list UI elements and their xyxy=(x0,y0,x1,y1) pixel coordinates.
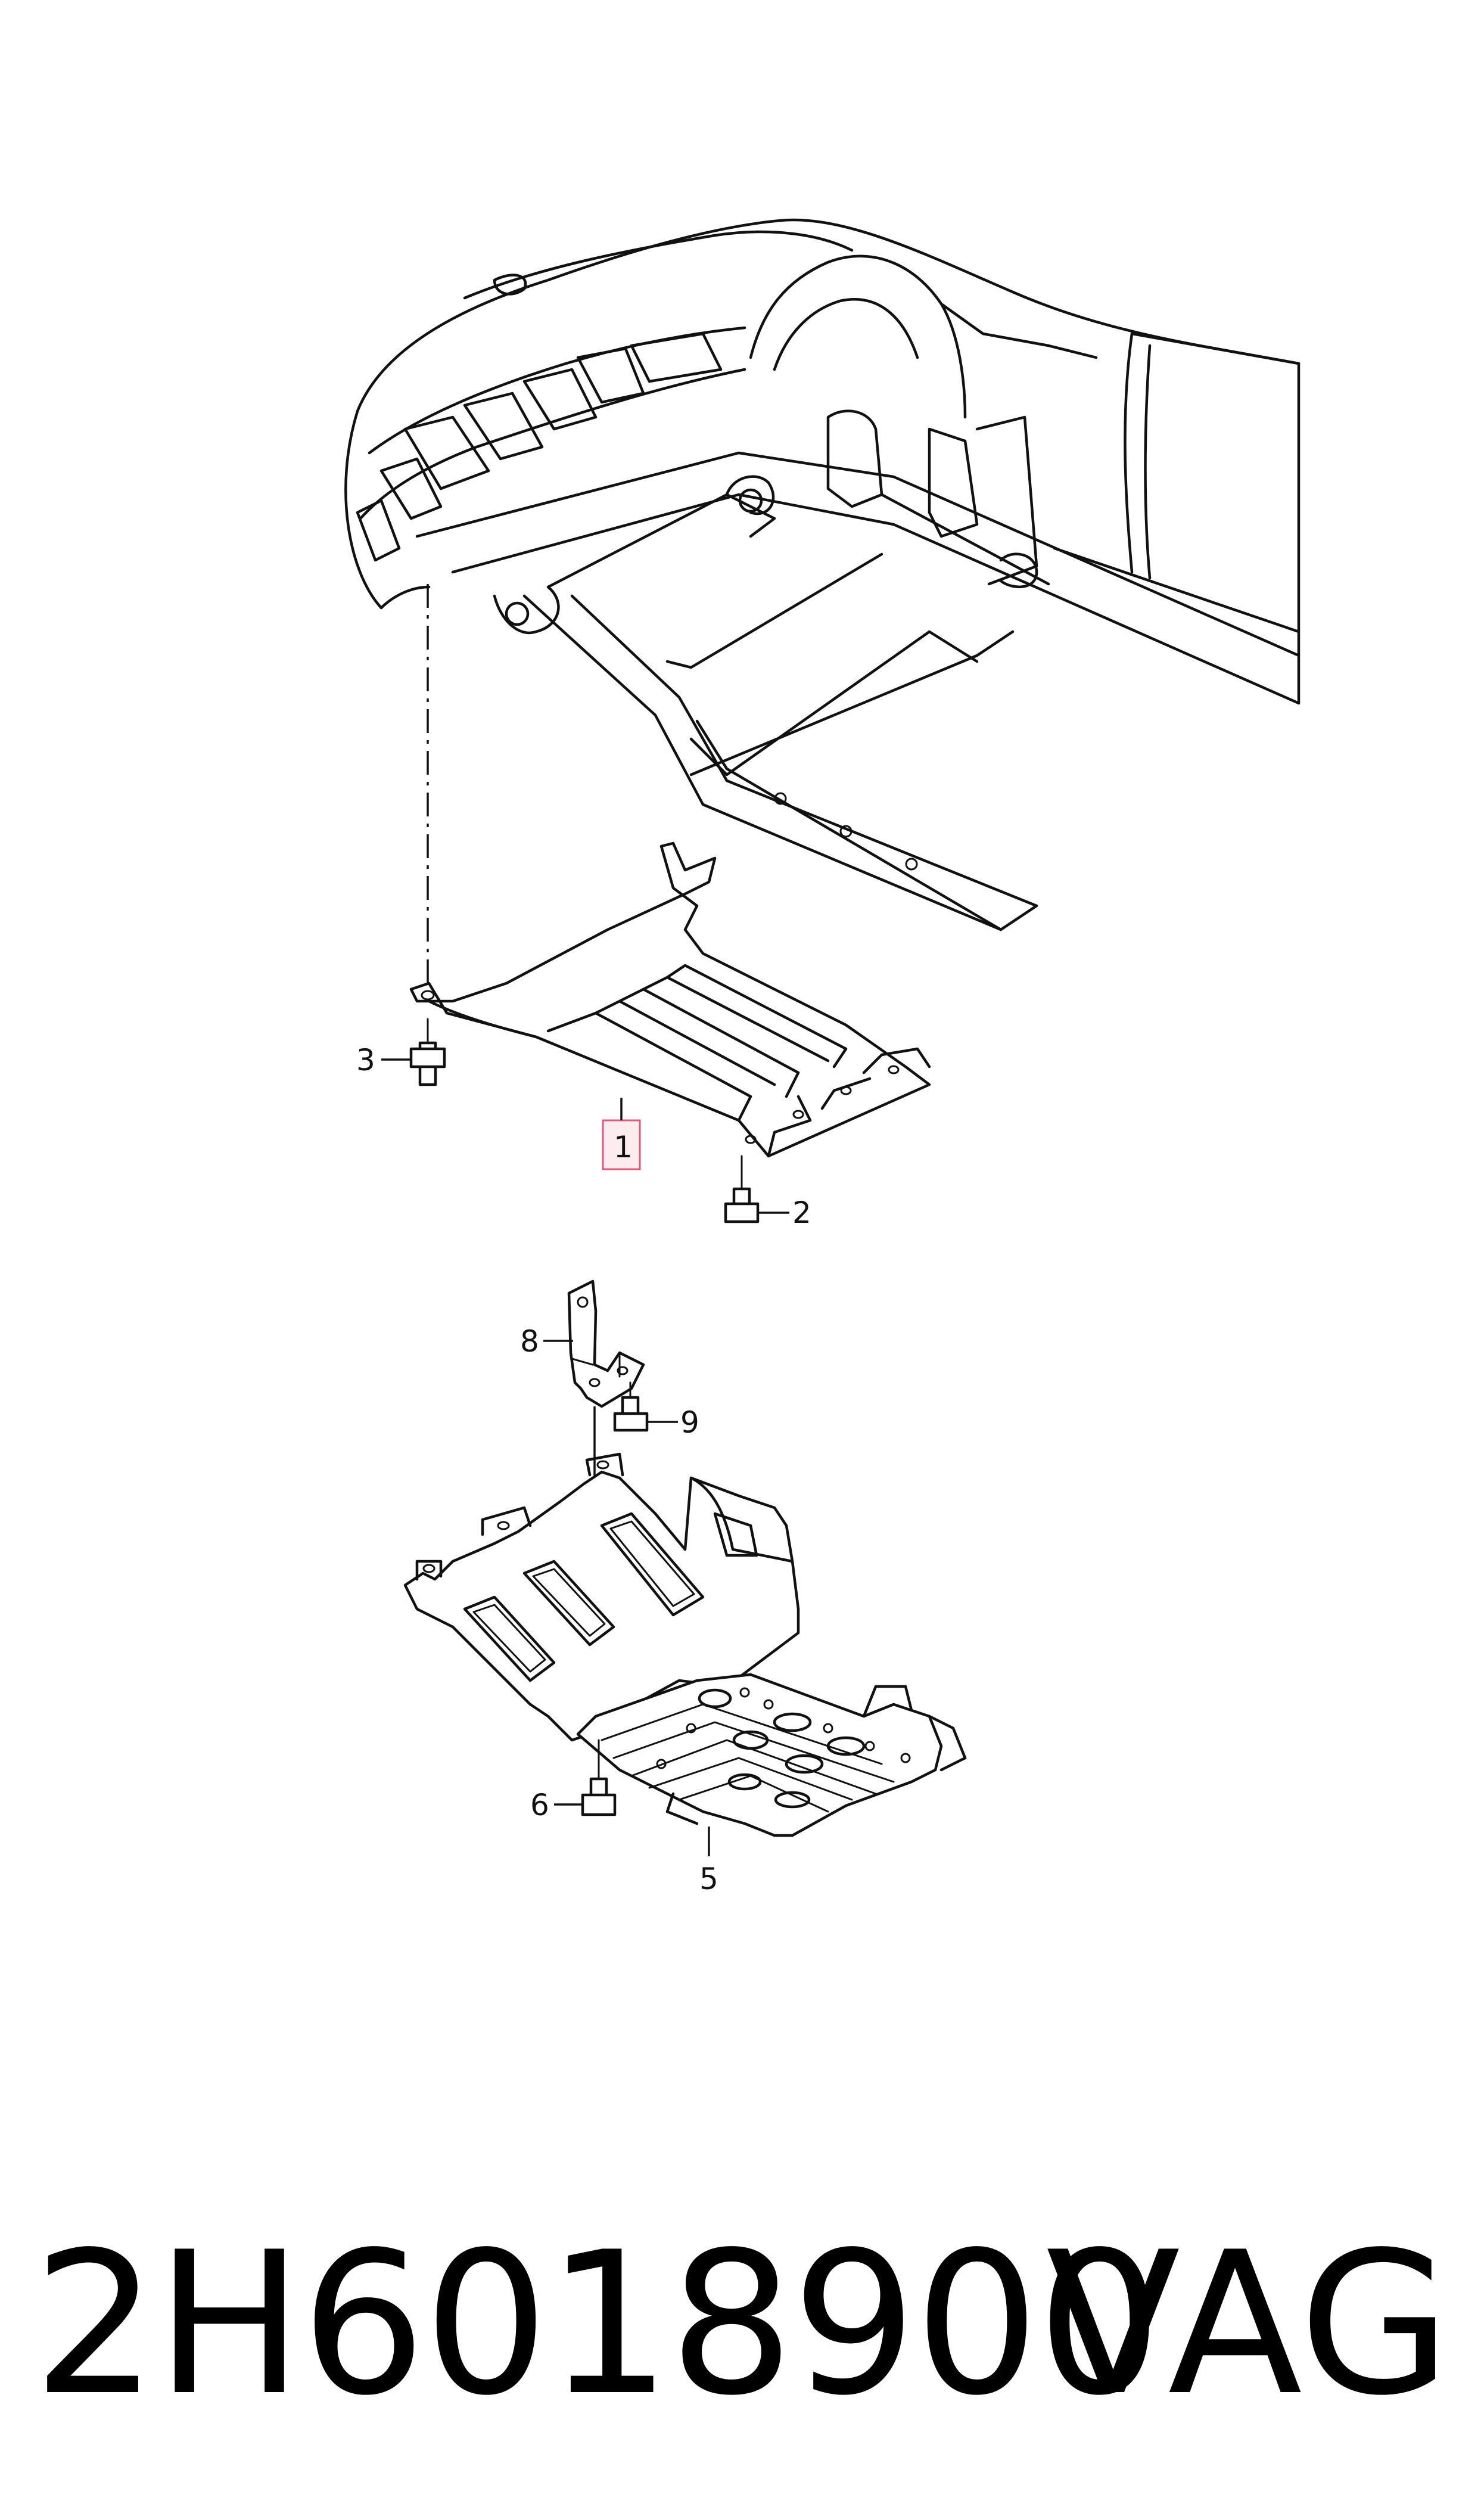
part-9-bolt xyxy=(613,1381,649,1432)
callout-1: 1 xyxy=(614,1130,633,1164)
brand-name: VAG xyxy=(1046,2210,1451,2439)
part-6-bolt xyxy=(581,1739,617,1816)
part-1-skid-plate xyxy=(409,841,931,1158)
footer: 2H6018900 VAG xyxy=(0,2205,1484,2455)
part-2-bolt xyxy=(724,1155,760,1223)
callout-6: 6 xyxy=(530,1788,549,1822)
vehicle-underbody xyxy=(344,218,1301,931)
callout-5: 5 xyxy=(699,1862,718,1896)
part-3-bolt xyxy=(409,1018,446,1086)
callout-9: 9 xyxy=(680,1405,699,1440)
part-number: 2H6018900 xyxy=(33,2210,1162,2439)
part-5-engine-skid-plate xyxy=(403,1452,967,1837)
part-8-bracket xyxy=(567,1279,645,1408)
callout-2: 2 xyxy=(792,1195,811,1230)
callout-8: 8 xyxy=(520,1324,539,1359)
callout-3: 3 xyxy=(356,1043,375,1077)
